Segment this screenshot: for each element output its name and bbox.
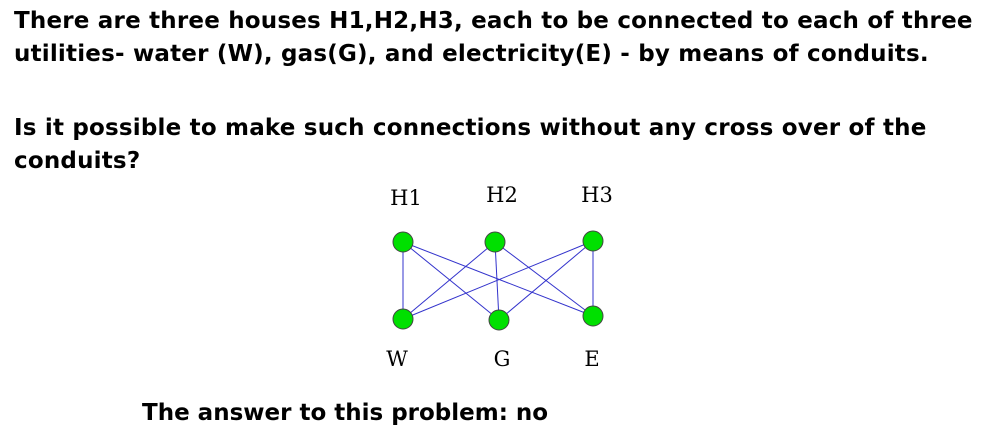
answer-text: The answer to this problem: no — [142, 400, 549, 426]
conduit-edge-h2-g — [494, 241, 500, 321]
conduit-edge-h3-w — [402, 240, 594, 320]
conduit-edge-h1-g — [402, 241, 500, 321]
conduit-edge-h2-e — [494, 241, 594, 317]
house-label-h2: H2 — [486, 183, 518, 207]
conduit-edge-h3-g — [498, 240, 594, 321]
conduit-edge-h1-e — [402, 241, 594, 317]
house-node-h3 — [582, 230, 604, 252]
problem-statement: There are three houses H1,H2,H3, each to… — [14, 8, 973, 67]
house-node-h1 — [392, 231, 414, 253]
house-node-h2 — [484, 231, 506, 253]
conduit-edge-h2-w — [402, 241, 496, 320]
house-label-h1: H1 — [390, 186, 422, 210]
problem-question: Is it possible to make such connections … — [14, 115, 927, 174]
utility-label-e: E — [584, 347, 600, 371]
utility-node-w — [392, 308, 414, 330]
house-label-h3: H3 — [581, 183, 613, 207]
utility-label-w: W — [386, 347, 408, 371]
utility-node-e — [582, 305, 604, 327]
utility-node-g — [488, 309, 510, 331]
utility-label-g: G — [493, 347, 511, 371]
